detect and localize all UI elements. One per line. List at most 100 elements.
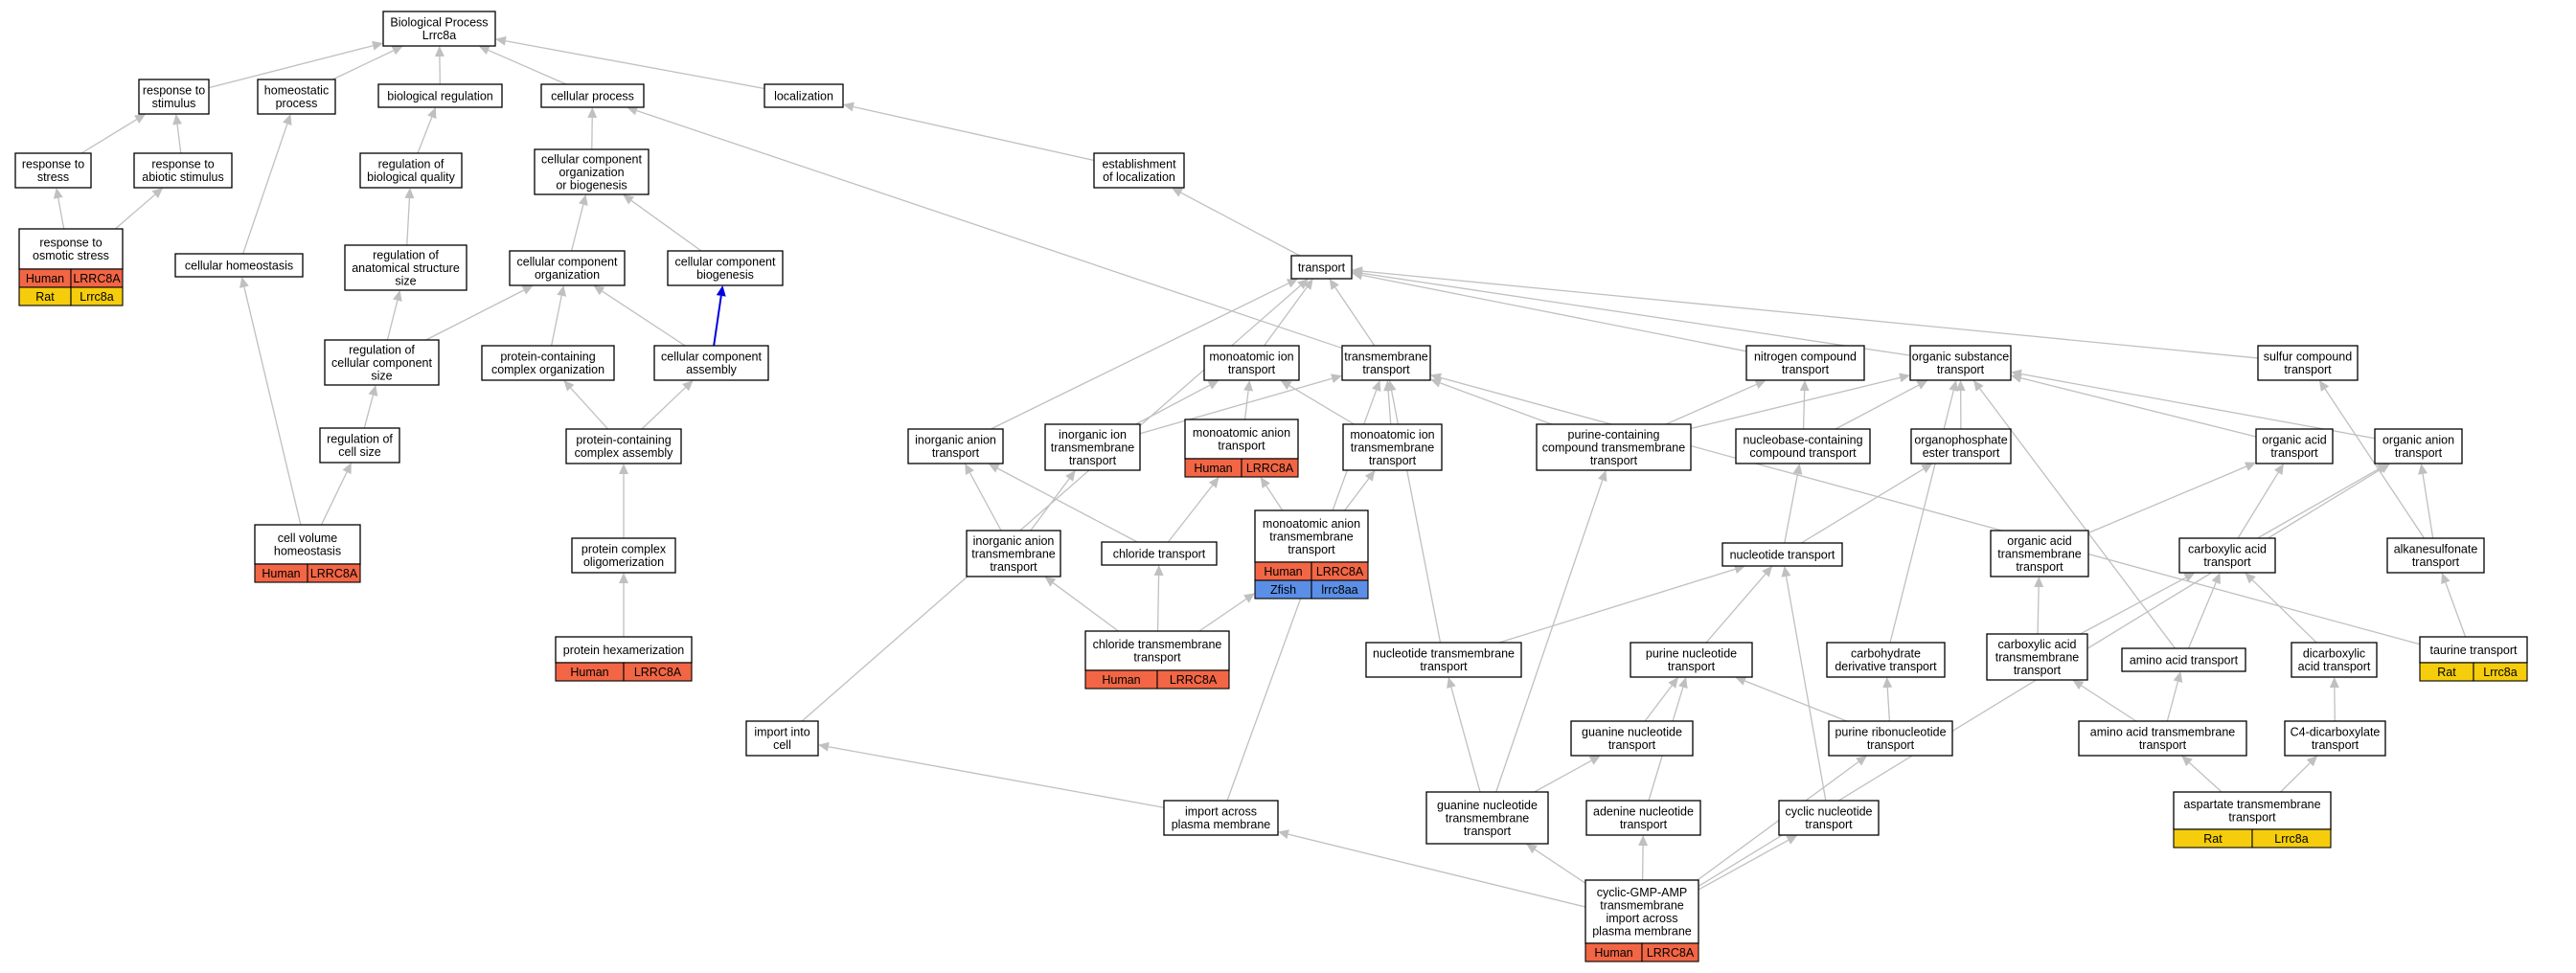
edge-arrowhead	[563, 380, 575, 392]
relation-edge	[320, 463, 352, 526]
term-node-br[interactable]: biological regulation	[377, 83, 503, 108]
edge-arrowhead	[578, 194, 588, 206]
term-node-loc[interactable]: localization	[764, 83, 844, 108]
relation-edge	[623, 194, 702, 252]
term-box	[509, 250, 626, 286]
annotation-label: Human	[26, 272, 64, 285]
annotation-cell	[1641, 942, 1699, 962]
edge-line	[2445, 582, 2467, 638]
relation-edge	[619, 573, 628, 637]
term-node-cp[interactable]: cellular process	[540, 83, 645, 108]
edge-line	[1889, 390, 1954, 644]
relation-edge	[627, 105, 1343, 350]
term-node-matt[interactable]: monoatomic aniontransmembranetransportHu…	[1254, 509, 1369, 600]
edge-line	[1886, 687, 1891, 722]
term-label: response to	[143, 84, 205, 98]
edge-line	[1785, 576, 1827, 802]
relation-edge	[619, 464, 628, 538]
term-label: monoatomic ion	[1209, 351, 1293, 364]
term-label: complex assembly	[575, 446, 674, 460]
edge-line	[853, 105, 1095, 162]
term-box	[966, 530, 1061, 577]
species-annotation-rat: Lrrc8a	[2473, 662, 2528, 682]
term-node-tr[interactable]: transport	[1290, 255, 1353, 280]
relation-edge	[114, 188, 164, 230]
term-label: stimulus	[152, 97, 196, 110]
term-box	[764, 83, 844, 108]
term-box	[1778, 800, 1880, 836]
edge-arrowhead	[1973, 380, 1984, 392]
relation-edge	[2181, 756, 2223, 793]
term-label: transport	[1298, 260, 1346, 274]
term-node-ch[interactable]: cellular homeostasis	[174, 253, 304, 278]
term-node-aat[interactable]: amino acid transport	[2121, 647, 2246, 672]
term-label: cellular component	[661, 351, 762, 364]
edge-line	[2237, 472, 2279, 539]
term-node-clt[interactable]: chloride transport	[1101, 541, 1218, 566]
relation-edge	[1644, 677, 1678, 722]
annotation-label: LRRC8A	[1647, 946, 1695, 960]
term-label: anatomical structure	[352, 261, 460, 275]
term-label: carboxylic acid	[2188, 543, 2267, 556]
term-box	[540, 83, 645, 108]
term-label: regulation of	[327, 433, 393, 446]
term-node-nt[interactable]: nucleotide transport	[1721, 542, 1843, 567]
